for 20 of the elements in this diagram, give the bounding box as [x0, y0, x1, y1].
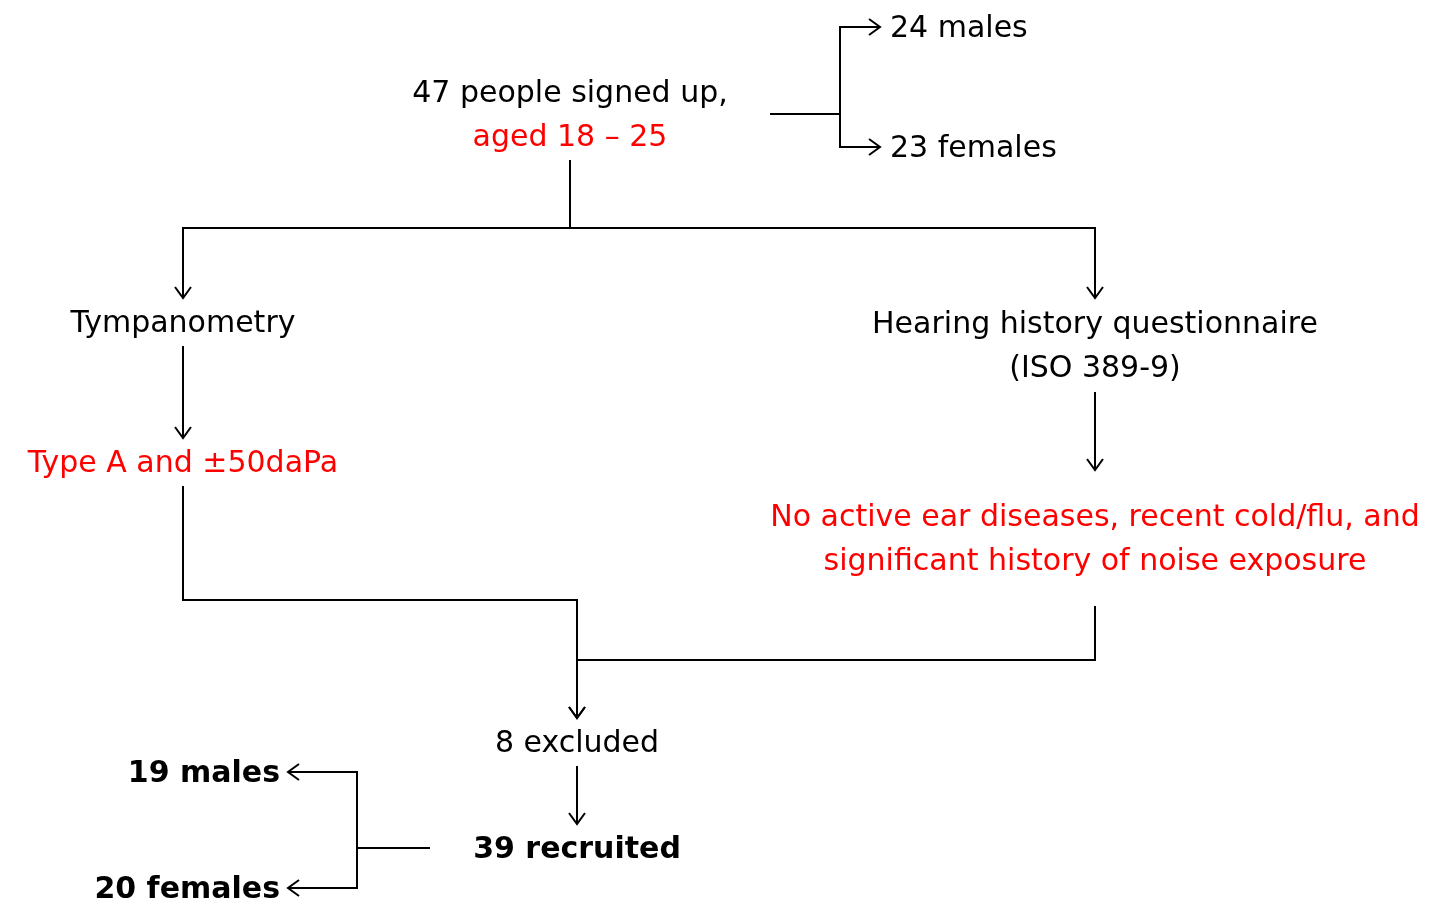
arrow: [569, 159, 1104, 299]
arrow: [568, 605, 1096, 719]
node-label: 19 males: [127, 753, 280, 791]
node-label: 23 females: [890, 128, 1057, 166]
arrow: [568, 765, 586, 825]
arrow: [174, 345, 192, 439]
node-label: Tympanometry: [70, 303, 296, 341]
node-label: 39 recruited: [473, 829, 681, 867]
arrow: [287, 847, 431, 897]
node-label: Hearing history questionnaire: [872, 304, 1318, 342]
node-label: 8 excluded: [494, 723, 660, 761]
node-label: Type A and ±50daPa: [27, 443, 339, 481]
node-label: aged 18 – 25: [472, 117, 668, 155]
arrow: [769, 113, 881, 156]
node-label: 20 females: [94, 869, 280, 907]
arrow: [1086, 391, 1104, 471]
node-label: No active ear diseases, recent cold/flu, and significant history of noise exposure: [769, 497, 1421, 579]
node-label: 47 people signed up,: [412, 73, 728, 111]
node-label: (ISO 389-9): [1009, 348, 1181, 386]
node-label: 24 males: [890, 8, 1028, 46]
